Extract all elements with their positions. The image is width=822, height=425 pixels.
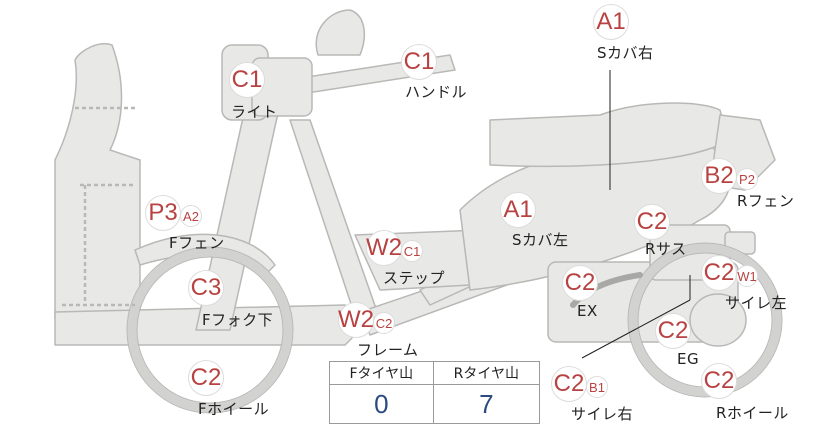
damage-code-badge: C2 (373, 312, 395, 334)
rear-tire-value: 7 (432, 384, 541, 424)
part-marker-r-suspension: C2 (634, 204, 670, 240)
damage-code-badge: C2 (562, 265, 598, 301)
part-marker-light: C1 (229, 62, 265, 98)
damage-code-badge: W2 (338, 302, 374, 338)
damage-code-badge: A1 (500, 192, 536, 228)
damage-code-badge: C2 (634, 204, 670, 240)
front-tire-header: Fタイヤ山 (329, 361, 434, 385)
damage-code-badge: A1 (593, 4, 629, 40)
damage-code-badge: P3 (145, 195, 181, 231)
damage-code-badge: C2 (551, 366, 587, 402)
front-tire-value: 0 (329, 384, 434, 424)
damage-code-badge: C1 (229, 62, 265, 98)
rear-tire-header: Rタイヤ山 (432, 361, 541, 385)
damage-code-badge: B1 (586, 376, 608, 398)
part-label-f-wheel: Fホイール (198, 400, 270, 418)
damage-code-badge: C2 (701, 363, 737, 399)
part-label-handle: ハンドル (405, 83, 468, 101)
damage-code-badge: C1 (401, 240, 423, 262)
part-marker-handle: C1 (401, 44, 437, 80)
damage-code-badge: B2 (701, 158, 737, 194)
part-label-s-cover-right: Sカバ右 (597, 44, 654, 62)
damage-code-badge: C2 (188, 360, 224, 396)
damage-code-badge: C3 (188, 270, 224, 306)
part-label-exhaust: EX (577, 302, 598, 320)
part-label-r-fender: Rフェン (737, 192, 795, 210)
part-marker-s-cover-right: A1 (593, 4, 629, 40)
part-marker-f-fork-lower: C3 (188, 270, 224, 306)
damage-code-badge: P2 (736, 168, 758, 190)
part-label-s-cover-left: Sカバ左 (512, 231, 569, 249)
part-marker-exhaust: C2 (562, 265, 598, 301)
part-label-frame: フレーム (357, 341, 419, 359)
part-label-f-fender: Fフェン (169, 234, 225, 252)
part-marker-engine: C2 (655, 313, 691, 349)
part-label-light: ライト (231, 103, 278, 121)
part-marker-f-wheel: C2 (188, 360, 224, 396)
tire-tread-table: Fタイヤ山 Rタイヤ山 0 7 (329, 361, 541, 424)
damage-code-badge: W2 (366, 230, 402, 266)
part-label-f-fork-lower: Fフォク下 (202, 311, 274, 329)
damage-code-badge: C2 (655, 313, 691, 349)
part-label-engine: EG (677, 350, 700, 368)
damage-code-badge: C1 (401, 44, 437, 80)
part-label-silencer-left: サイレ左 (725, 294, 788, 312)
part-marker-s-cover-left: A1 (500, 192, 536, 228)
damage-code-badge: W1 (736, 265, 758, 287)
part-label-silencer-right: サイレ右 (571, 405, 634, 423)
part-marker-r-wheel: C2 (701, 363, 737, 399)
part-label-step: ステップ (383, 269, 446, 287)
part-label-r-suspension: Rサス (645, 240, 687, 258)
damage-code-badge: C2 (701, 255, 737, 291)
damage-code-badge: A2 (180, 205, 202, 227)
part-label-r-wheel: Rホイール (716, 404, 789, 422)
